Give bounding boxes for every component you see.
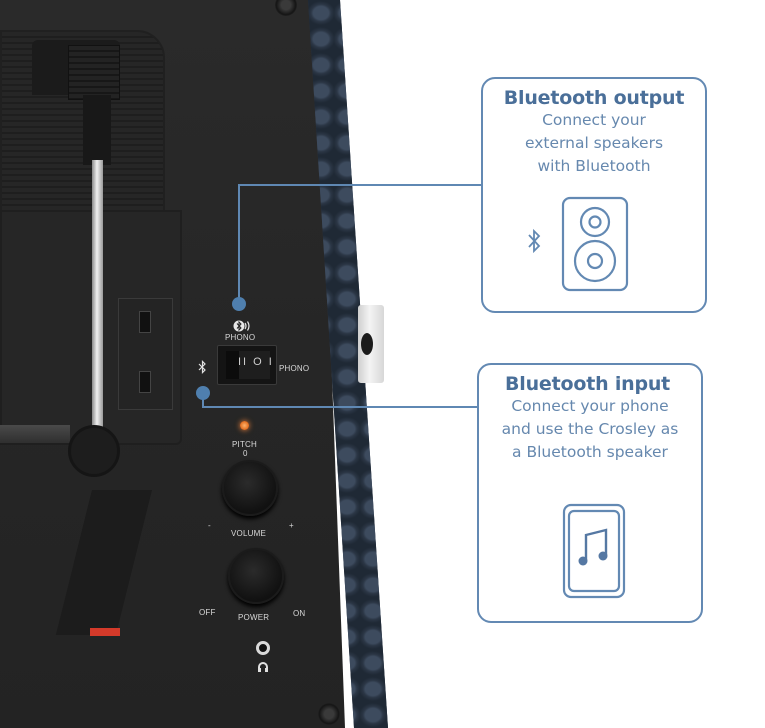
pitch-label: PITCH <box>232 440 257 449</box>
callout-line: and use the Crosley as <box>501 420 679 438</box>
switch-right-label: PHONO <box>279 364 310 373</box>
switch-marks: II O I <box>238 356 274 368</box>
speaker-icon <box>561 196 629 292</box>
connector-input-horizontal <box>202 406 478 408</box>
phone-music-icon <box>562 503 626 599</box>
connector-dot-input <box>196 386 210 400</box>
pitch-value: 0 <box>243 449 248 458</box>
tonearm-rest <box>68 425 120 477</box>
connector-output-horizontal <box>238 184 482 186</box>
callout-bluetooth-input: Bluetooth input Connect your phone and u… <box>477 363 703 623</box>
power-knob[interactable] <box>228 548 284 604</box>
screw <box>275 0 297 16</box>
autostop-speed-switches <box>118 298 173 410</box>
headphones-icon <box>258 662 268 672</box>
callout-title: Bluetooth output <box>503 87 685 109</box>
connector-dot-output <box>232 297 246 311</box>
speed-switch[interactable] <box>139 371 151 393</box>
callout-line: with Bluetooth <box>537 157 651 175</box>
tonearm-pivot <box>83 95 111 165</box>
headphone-jack <box>256 641 270 655</box>
volume-label: VOLUME <box>231 529 266 538</box>
switch-top-label: PHONO <box>225 333 256 342</box>
connector-output-vertical <box>238 184 240 302</box>
callout-line: Connect your phone <box>511 397 669 415</box>
callout-bluetooth-output: Bluetooth output Connect your external s… <box>481 77 707 313</box>
stylus-tip <box>90 628 120 636</box>
screw <box>318 703 340 725</box>
callout-line: Connect your <box>542 111 646 129</box>
volume-plus: + <box>289 521 294 530</box>
bluetooth-icon <box>528 228 541 254</box>
platter-edge <box>0 425 70 443</box>
volume-minus: - <box>208 521 211 530</box>
connector-input-vertical <box>202 393 204 407</box>
callout-line: external speakers <box>524 134 664 152</box>
bluetooth-speaker-icon <box>233 320 250 332</box>
autostop-switch[interactable] <box>139 311 151 333</box>
tonearm-counterweight <box>68 45 120 100</box>
power-on-label: ON <box>293 609 306 618</box>
volume-knob[interactable] <box>222 460 278 516</box>
pitch-led <box>240 421 249 430</box>
tonearm-rod <box>92 160 103 460</box>
power-label: POWER <box>238 613 270 622</box>
callout-title: Bluetooth input <box>505 373 671 395</box>
bluetooth-phono-switch[interactable]: II O I <box>217 345 277 385</box>
case-latch <box>358 305 384 383</box>
power-off-label: OFF <box>199 608 216 617</box>
callout-line: a Bluetooth speaker <box>512 443 668 461</box>
bluetooth-icon <box>198 360 206 374</box>
rocker-paddle[interactable] <box>226 351 270 379</box>
